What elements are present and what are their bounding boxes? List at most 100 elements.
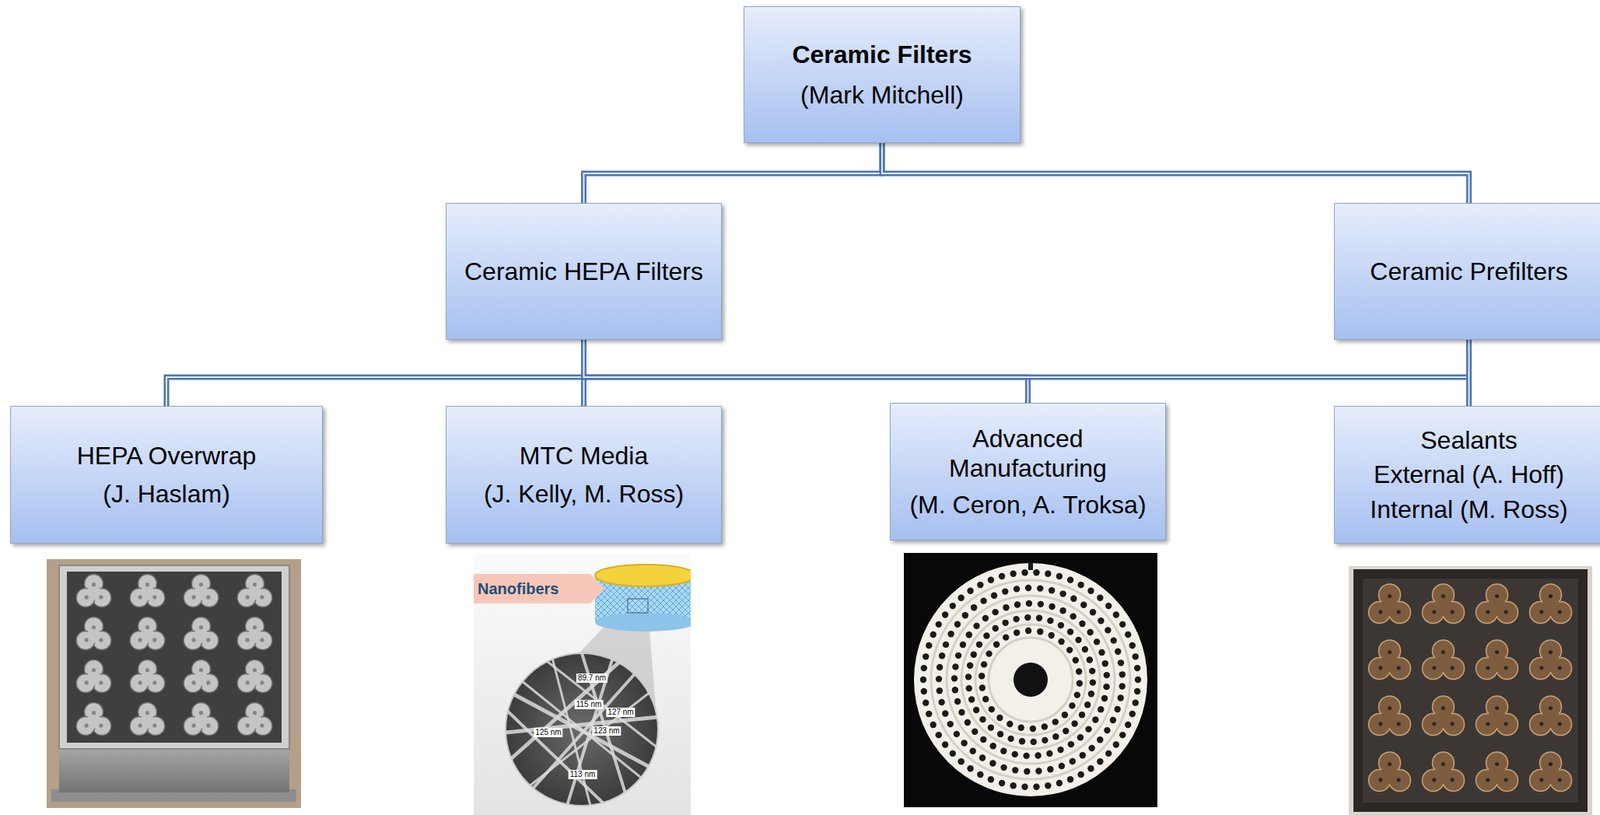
bolt bbox=[1378, 777, 1383, 782]
disc-hole bbox=[952, 663, 959, 670]
disc-hole bbox=[955, 652, 962, 659]
disc-hole bbox=[966, 685, 973, 692]
bolt bbox=[1450, 721, 1455, 726]
disc-hole bbox=[1105, 750, 1112, 757]
disc-hole bbox=[1029, 725, 1037, 732]
disc-hole bbox=[1067, 776, 1074, 783]
org-box: HEPA Overwrap(J. Haslam) bbox=[10, 406, 323, 544]
disc-hole bbox=[930, 631, 937, 638]
bolt bbox=[252, 668, 257, 673]
org-box: SealantsExternal (A. Hoff)Internal (M. R… bbox=[1333, 406, 1600, 544]
bolt bbox=[1548, 594, 1553, 599]
bolt bbox=[84, 723, 89, 728]
disc-hole bbox=[1057, 638, 1065, 645]
disc-hole bbox=[997, 731, 1004, 738]
disc-hole bbox=[1105, 602, 1112, 610]
bolt bbox=[199, 668, 204, 673]
disc-hole bbox=[1048, 587, 1055, 594]
bolt bbox=[1548, 706, 1553, 711]
disc-groove bbox=[975, 624, 1086, 736]
disc-hole bbox=[1066, 647, 1073, 654]
sealed-element bbox=[1422, 752, 1465, 792]
org-box: Ceramic HEPA Filters bbox=[445, 203, 722, 340]
disc-hole bbox=[1129, 642, 1136, 649]
disc-hole bbox=[1047, 632, 1054, 639]
bolt bbox=[1431, 609, 1436, 614]
org-box: Ceramic Prefilters bbox=[1333, 203, 1600, 340]
bolt bbox=[1485, 609, 1490, 614]
disc-hole bbox=[1058, 763, 1065, 770]
sealed-element bbox=[1476, 584, 1519, 624]
sealed-element bbox=[1476, 640, 1519, 680]
disc-hole bbox=[970, 604, 977, 611]
bolt bbox=[1485, 721, 1490, 726]
disc-hole bbox=[1057, 622, 1065, 629]
disc-hole bbox=[1118, 682, 1125, 690]
bolt bbox=[1396, 777, 1401, 782]
disc-hole bbox=[930, 721, 937, 729]
bolt bbox=[192, 723, 197, 728]
bolt bbox=[1450, 609, 1455, 614]
disc-hole bbox=[1067, 577, 1074, 584]
disc-hole bbox=[1103, 672, 1110, 679]
sealed-element bbox=[1368, 696, 1411, 736]
bolt bbox=[1557, 721, 1562, 726]
bolt bbox=[1539, 609, 1544, 614]
disc-hole bbox=[1057, 746, 1064, 753]
disc-hole bbox=[941, 741, 949, 748]
disc-hole bbox=[1078, 620, 1086, 627]
box-subtitle: (J. Haslam) bbox=[102, 479, 231, 509]
filter-element bbox=[237, 617, 273, 651]
disc-hole bbox=[1021, 569, 1028, 576]
disc-hole bbox=[1030, 738, 1037, 746]
disc-hole bbox=[1076, 680, 1083, 687]
dimension-label: 127 nm bbox=[605, 707, 635, 718]
box-title: Advanced Manufacturing bbox=[903, 423, 1153, 484]
disc-hole bbox=[960, 739, 967, 746]
sealed-element bbox=[1422, 640, 1465, 680]
disc-hole bbox=[1024, 614, 1031, 621]
disc-hole bbox=[1124, 721, 1131, 729]
dimension-label: 113 nm bbox=[568, 770, 598, 780]
bolt bbox=[1378, 609, 1383, 614]
disc-hole bbox=[947, 630, 954, 638]
disc-hole bbox=[1021, 784, 1028, 791]
disc-hole bbox=[951, 675, 958, 682]
disc-hole bbox=[1096, 595, 1103, 602]
box-title: Ceramic HEPA Filters bbox=[464, 256, 704, 287]
disc-hole bbox=[964, 719, 971, 726]
connector-inner bbox=[584, 339, 1470, 407]
disc-hole bbox=[1009, 782, 1016, 789]
bolt bbox=[145, 710, 150, 715]
filter-element-core bbox=[193, 714, 209, 729]
filter-element-core bbox=[140, 628, 155, 644]
disc-hole bbox=[1022, 752, 1030, 760]
disc-hole bbox=[1124, 631, 1131, 638]
disc-hole bbox=[1114, 706, 1121, 713]
disc-hole bbox=[1000, 747, 1007, 754]
disc-hole bbox=[1041, 723, 1048, 730]
disc-hole bbox=[1087, 588, 1094, 595]
filter-cylinder-top bbox=[595, 564, 691, 587]
disc-hole bbox=[1096, 758, 1103, 765]
sealed-element bbox=[1368, 752, 1411, 792]
disc-hole bbox=[1089, 679, 1096, 686]
bolt bbox=[91, 582, 96, 587]
connector-inner bbox=[166, 339, 585, 407]
bolt bbox=[1494, 706, 1499, 711]
disc-hole bbox=[1036, 584, 1044, 592]
bolt bbox=[91, 625, 96, 630]
disc-hole bbox=[1013, 629, 1020, 636]
disc-hole bbox=[1072, 657, 1079, 664]
disc-hole bbox=[1056, 780, 1063, 787]
tree-connector bbox=[584, 339, 1029, 403]
disc-hole bbox=[1086, 629, 1093, 636]
disc-hole bbox=[1052, 733, 1059, 740]
disc-hole bbox=[1002, 633, 1009, 641]
box-subtitle: (M. Ceron, A. Troksa) bbox=[909, 490, 1146, 520]
sealed-element-core bbox=[1541, 765, 1561, 785]
disc-hole bbox=[1048, 603, 1055, 610]
disc-hole bbox=[1101, 695, 1108, 702]
bolt bbox=[138, 680, 143, 685]
bolt bbox=[1387, 762, 1392, 767]
